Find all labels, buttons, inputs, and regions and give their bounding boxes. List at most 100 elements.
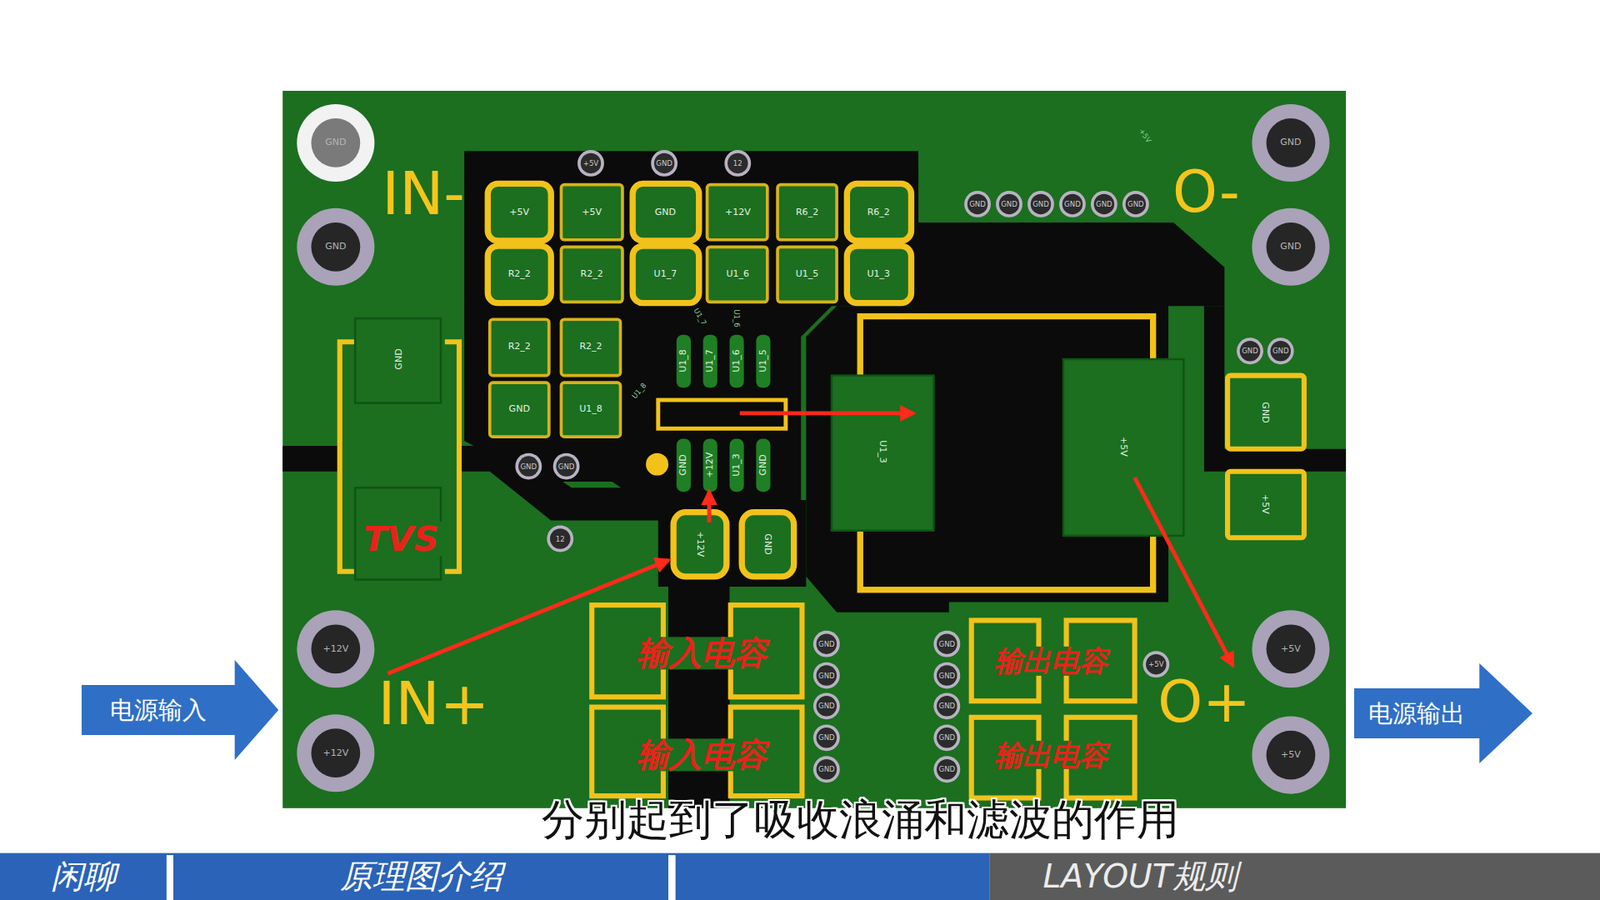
via: [813, 724, 840, 751]
pad-label: U1_6: [726, 270, 750, 280]
via: [813, 630, 840, 658]
ic-pin: [703, 439, 718, 493]
current-arrow: [707, 491, 712, 523]
pad-label: +12V: [725, 207, 751, 217]
via-label: GND: [818, 671, 835, 680]
via: [553, 453, 580, 480]
smd-pad: [777, 185, 837, 240]
smd-pad: [487, 183, 551, 241]
smd-pad: [632, 183, 700, 241]
ic-pin: [730, 335, 745, 389]
via-hole: [518, 455, 539, 476]
via-label: GND: [655, 160, 673, 168]
chapter-tab: LAYOUT规则: [990, 853, 1600, 900]
via-hole: [816, 727, 837, 748]
pad-label: U1_7: [654, 270, 678, 280]
terminal-ring: [296, 208, 375, 286]
via-label: GND: [818, 640, 835, 648]
callout-label: 输出电容: [990, 740, 1111, 770]
copper-clearance: [282, 445, 342, 472]
band-fill: [990, 853, 1600, 900]
arrow-fill: [1354, 663, 1533, 764]
via-label: GND: [818, 702, 835, 710]
via-hole: [1270, 340, 1290, 361]
copper-clearance: [1204, 305, 1346, 471]
via-rings: [515, 150, 1294, 783]
current-arrow: [740, 410, 914, 415]
terminal-label: +5V: [1280, 644, 1301, 654]
smd-pad: [487, 245, 551, 304]
smd-pad: [560, 382, 620, 437]
band-fill: [173, 853, 669, 900]
net-label: U1_6: [733, 309, 741, 327]
node-text: 闲聊: [50, 858, 116, 895]
via-hole: [936, 665, 957, 685]
via-hole: [816, 759, 837, 780]
callout-label: 输出电容: [990, 646, 1111, 675]
node-text: 电源输入: [110, 696, 207, 724]
subtitle: 分别起到了吸收浪涌和滤波的作用: [541, 795, 1180, 844]
pad-label: GND: [762, 533, 772, 555]
smd-pad: [741, 512, 794, 577]
callout-label: 输入电容: [633, 739, 771, 772]
pad-label: +12V: [695, 530, 705, 557]
via-label: GND: [1032, 200, 1050, 209]
terminal-hole: [1266, 222, 1316, 272]
smd-pad: [1227, 471, 1305, 539]
pad-label: U1_8: [679, 350, 689, 374]
via-label: GND: [1095, 200, 1113, 209]
smd-pad: [490, 319, 550, 375]
via: [964, 190, 991, 218]
silkscreen-label: IN+: [378, 674, 490, 734]
via-holes: [518, 153, 1291, 780]
via-label: +5V: [1148, 660, 1164, 669]
via: [650, 150, 678, 177]
via: [933, 755, 960, 783]
band-fill: [0, 853, 167, 900]
via-hole: [936, 695, 957, 716]
silkscreen-label: O+: [1157, 673, 1250, 731]
via-label: GND: [938, 671, 955, 680]
via-hole: [654, 153, 675, 174]
pad-label: U1_8: [579, 405, 603, 415]
pad-label: +5V: [1119, 436, 1129, 457]
via-label: GND: [938, 640, 955, 648]
via-hole: [936, 727, 957, 748]
node-text: 原理图介绍: [340, 858, 503, 895]
copper-clearance: [668, 576, 730, 809]
terminal-label: GND: [325, 138, 346, 148]
current-arrow: [387, 560, 669, 674]
via-hole: [1094, 194, 1115, 215]
via-hole: [967, 194, 988, 215]
via: [1122, 190, 1150, 218]
via-label: GND: [938, 765, 955, 774]
pad-label: U1_6: [732, 350, 742, 374]
ic-pin: [676, 335, 691, 389]
via-hole: [1240, 340, 1260, 361]
terminal-ring: [296, 610, 375, 688]
via: [1236, 337, 1264, 365]
via-hole: [580, 153, 601, 174]
terminal-ring: [1251, 716, 1330, 795]
smd-pad: [560, 319, 620, 375]
via-hole: [936, 633, 957, 654]
via: [577, 150, 605, 177]
pad-label: GND: [509, 405, 530, 415]
via: [515, 453, 542, 480]
via-hole: [550, 528, 570, 549]
via-label: GND: [818, 765, 835, 774]
terminal-label: GND: [1280, 242, 1301, 252]
terminal-hole: [1266, 730, 1316, 780]
smd-pad: [560, 246, 622, 302]
net-label: U1_7: [692, 306, 708, 326]
via: [1090, 190, 1118, 218]
via-label: GND: [1272, 347, 1290, 355]
silkscreen-label: O-: [1172, 163, 1240, 221]
terminal-ring: [1251, 610, 1330, 688]
via: [813, 755, 840, 783]
terminal-hole: [310, 728, 360, 778]
smd-pad: [707, 185, 768, 240]
terminal-hole: [1266, 118, 1316, 168]
tvs-outline: [445, 341, 460, 572]
smd-pad: [632, 245, 700, 304]
